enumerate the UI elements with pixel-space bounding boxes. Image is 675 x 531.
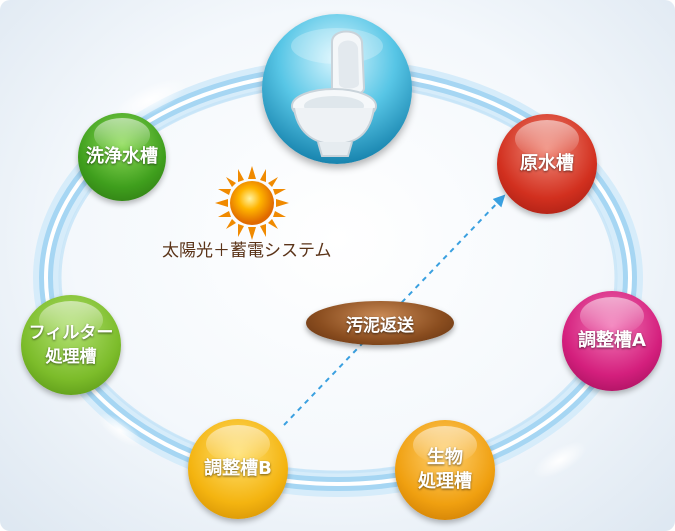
solar-battery-label: 太陽光＋蓄電システム [162,241,332,261]
node-label: フィルター 処理槽 [28,323,114,367]
sun-icon [215,166,289,240]
toilet-icon [291,28,383,157]
node-label: 原水槽 [520,153,574,174]
sludge-return-badge: 汚泥返送 [306,301,454,345]
node-raw-water-tank: 原水槽 [497,114,597,214]
node-label: 調整槽B [204,458,272,479]
ring-flare [97,412,143,448]
sludge-return-label: 汚泥返送 [346,315,414,336]
node-biological-treatment-tank: 生物 処理槽 [395,420,495,520]
node-label: 洗浄水槽 [86,146,158,167]
dashed-arrow [283,194,506,426]
node-adjustment-tank-b: 調整槽B [188,419,288,519]
node-label: 調整槽A [578,330,646,351]
node-adjustment-tank-a: 調整槽A [562,291,662,391]
ring-flare [113,78,187,122]
node-wash-water-tank: 洗浄水槽 [78,113,166,201]
ring-flare [533,441,587,479]
node-filter-treatment-tank: フィルター 処理槽 [21,295,121,395]
node-label: 生物 処理槽 [418,447,472,492]
toilet-orb [262,14,412,164]
